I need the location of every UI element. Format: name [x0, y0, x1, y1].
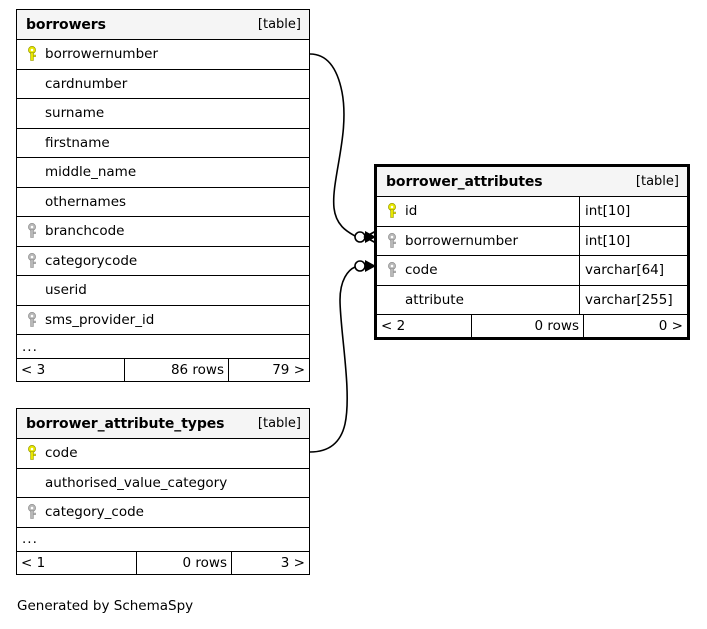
column-row-categorycode[interactable]: categorycode	[17, 247, 309, 276]
column-label: category_code	[45, 504, 144, 521]
row-count: 0 rows	[471, 315, 583, 337]
foreign-key-icon	[22, 311, 42, 328]
table-header-borrower-attributes[interactable]: borrower_attributes [table]	[377, 167, 687, 197]
cardinality-zero-marker	[354, 231, 366, 243]
child-table-count[interactable]: 3 >	[231, 551, 309, 574]
column-name-cell: firstname	[17, 129, 309, 158]
primary-key-icon	[22, 445, 42, 461]
row-count: 86 rows	[124, 359, 228, 381]
table-title: borrowers	[26, 16, 106, 33]
parent-table-count[interactable]: < 3	[21, 362, 46, 378]
table-type-tag: [table]	[635, 174, 679, 189]
table-footer-borrower-attributes: < 2 0 rows 0 >	[377, 315, 687, 337]
column-label: authorised_value_category	[45, 474, 228, 491]
column-row-code[interactable]: code varchar[64]	[377, 256, 687, 286]
table-footer-borrower-attribute-types: < 1 0 rows 3 >	[17, 551, 309, 574]
child-table-count[interactable]: 0 >	[583, 315, 687, 337]
column-row-code[interactable]: code	[17, 439, 309, 469]
more-columns-indicator: ...	[17, 528, 309, 552]
column-row-middle-name[interactable]: middle_name	[17, 158, 309, 188]
column-row-borrowernumber[interactable]: borrowernumber	[17, 40, 309, 70]
column-name-cell: code	[17, 439, 309, 468]
column-name-cell: id	[377, 197, 579, 226]
table-title: borrower_attribute_types	[26, 415, 225, 432]
column-name-cell: code	[377, 256, 579, 285]
table-header-borrower-attribute-types[interactable]: borrower_attribute_types [table]	[17, 409, 309, 439]
relationship-attribute-types-to-borrower-attributes	[309, 260, 376, 453]
table-type-tag: [table]	[257, 17, 301, 32]
column-name-cell: borrowernumber	[17, 40, 309, 69]
table-borrower-attributes[interactable]: borrower_attributes [table] id int[10]	[374, 164, 690, 340]
column-name-cell: attribute	[377, 286, 579, 315]
table-borrowers[interactable]: borrowers [table] borrowernumber c	[16, 9, 310, 382]
column-name-cell: surname	[17, 99, 309, 128]
column-name-cell: categorycode	[17, 247, 309, 276]
parent-table-count[interactable]: < 1	[21, 554, 46, 571]
primary-key-icon	[22, 46, 42, 62]
foreign-key-icon	[382, 232, 402, 249]
foreign-key-icon	[22, 223, 42, 239]
column-row-id[interactable]: id int[10]	[377, 197, 687, 227]
column-row-firstname[interactable]: firstname	[17, 129, 309, 158]
column-row-cardnumber[interactable]: cardnumber	[17, 70, 309, 99]
column-label: surname	[45, 105, 105, 122]
column-label: sms_provider_id	[45, 311, 155, 328]
column-name-cell: category_code	[17, 498, 309, 527]
foreign-key-icon	[382, 262, 402, 278]
table-type-tag: [table]	[257, 416, 301, 431]
column-row-attribute[interactable]: attribute varchar[255]	[377, 285, 687, 315]
column-row-borrowernumber[interactable]: borrowernumber int[10]	[377, 226, 687, 256]
column-label: code	[405, 262, 438, 279]
column-type: varchar[255]	[579, 285, 687, 314]
primary-key-icon	[382, 203, 402, 219]
more-columns-indicator: ...	[17, 335, 309, 359]
column-name-cell: authorised_value_category	[17, 469, 309, 498]
column-row-userid[interactable]: userid	[17, 276, 309, 306]
column-type: int[10]	[579, 197, 687, 226]
foreign-key-icon	[22, 504, 42, 520]
column-label: attribute	[405, 291, 464, 308]
column-label: othernames	[45, 193, 127, 210]
foreign-key-icon	[22, 252, 42, 269]
table-borrower-attribute-types[interactable]: borrower_attribute_types [table] code	[16, 408, 310, 575]
column-name-cell: cardnumber	[17, 70, 309, 99]
column-name-cell: sms_provider_id	[17, 306, 309, 335]
column-label: cardnumber	[45, 75, 128, 92]
column-type: varchar[64]	[579, 256, 687, 285]
column-row-othernames[interactable]: othernames	[17, 188, 309, 217]
column-row-authorised-value-category[interactable]: authorised_value_category	[17, 469, 309, 498]
column-row-branchcode[interactable]: branchcode	[17, 217, 309, 247]
column-label: borrowernumber	[45, 46, 159, 63]
table-header-borrowers[interactable]: borrowers [table]	[17, 10, 309, 40]
row-count: 0 rows	[136, 551, 231, 574]
cardinality-zero-marker	[354, 260, 366, 272]
table-footer-borrowers: < 3 86 rows 79 >	[17, 359, 309, 381]
column-row-sms-provider-id[interactable]: sms_provider_id	[17, 306, 309, 335]
column-name-cell: branchcode	[17, 217, 309, 246]
column-label: id	[405, 203, 418, 220]
relationship-borrowers-to-borrower-attributes	[309, 53, 377, 244]
column-name-cell: userid	[17, 276, 309, 305]
column-name-cell: middle_name	[17, 158, 309, 187]
column-label: borrowernumber	[405, 232, 519, 249]
column-type: int[10]	[579, 226, 687, 255]
column-label: middle_name	[45, 164, 137, 181]
column-label: branchcode	[45, 223, 125, 240]
column-name-cell: othernames	[17, 188, 309, 217]
column-name-cell: borrowernumber	[377, 227, 579, 256]
table-title: borrower_attributes	[386, 173, 543, 190]
column-label: categorycode	[45, 252, 138, 269]
column-row-surname[interactable]: surname	[17, 99, 309, 129]
child-table-count[interactable]: 79 >	[228, 359, 309, 381]
column-label: firstname	[45, 134, 110, 151]
column-label: code	[45, 445, 78, 462]
generated-by-footnote: Generated by SchemaSpy	[17, 598, 194, 614]
column-row-category-code[interactable]: category_code	[17, 498, 309, 528]
column-label: userid	[45, 282, 87, 299]
parent-table-count[interactable]: < 2	[381, 318, 406, 334]
